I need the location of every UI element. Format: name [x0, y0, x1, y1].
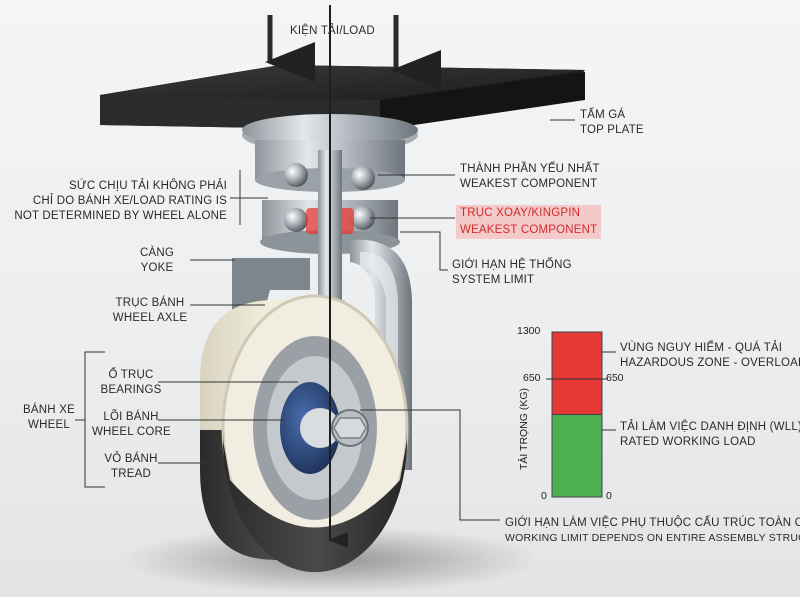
- hazard-zone-bar: [551, 331, 603, 415]
- rating-note-line2: CHỈ DO BÁNH XE/LOAD RATING IS: [32, 195, 227, 207]
- top-plate: [100, 65, 585, 130]
- top-plate-label-en: TOP PLATE: [580, 124, 644, 136]
- wheel-label-en: WHEEL: [28, 419, 70, 431]
- gauge-tick-mid-right: 650: [606, 372, 624, 384]
- tread-label-en: TREAD: [111, 468, 151, 480]
- load-label: KIỆN TẢI/LOAD: [290, 25, 375, 37]
- system-limit-label-en: SYSTEM LIMIT: [452, 274, 535, 286]
- tread-label-vi: VỎ BÁNH: [104, 453, 158, 465]
- bearings-label-vi: Ổ TRỤC: [108, 369, 154, 381]
- rating-note-line1: SỨC CHỊU TẢI KHÔNG PHẢI: [69, 180, 227, 192]
- core-label-en: WHEEL CORE: [92, 426, 171, 438]
- yoke-label-en: YOKE: [140, 262, 174, 274]
- yoke-label-vi: CÀNG: [139, 247, 175, 259]
- gauge-axis-label: TẢI TRỌNG (KG): [518, 387, 530, 470]
- axle-label-vi: TRỤC BÁNH: [115, 297, 185, 309]
- kingpin-label: TRỤC XOAY/KINGPIN WEAKEST COMPONENT: [456, 205, 602, 239]
- working-limit-label-en: WORKING LIMIT DEPENDS ON ENTIRE ASSEMBLY…: [505, 532, 800, 544]
- rated-zone-bar: [551, 414, 603, 498]
- gauge-tick-mid: 650: [523, 372, 541, 384]
- working-limit-label-vi: GIỚI HẠN LÀM VIỆC PHỤ THUỘC CẤU TRÚC TOÀ…: [505, 517, 800, 529]
- kingpin-label-en: WEAKEST COMPONENT: [456, 222, 602, 239]
- wheel: [200, 294, 409, 572]
- system-limit-label-vi: GIỚI HẠN HỆ THỐNG: [452, 259, 572, 271]
- gauge-tick-max: 1300: [517, 325, 541, 337]
- rating-note-line3: NOT DETERMINED BY WHEEL ALONE: [14, 210, 227, 222]
- core-label-vi: LÕI BÁNH: [103, 411, 159, 423]
- wheel-label-vi: BÁNH XE: [23, 404, 75, 416]
- hazard-label-vi: VÙNG NGUY HIỂM - QUÁ TẢI: [620, 342, 783, 354]
- top-plate-label-vi: TẤM GÁ: [580, 109, 626, 121]
- bearings-label-en: BEARINGS: [100, 384, 162, 396]
- weakest-label-en: WEAKEST COMPONENT: [460, 178, 598, 190]
- load-gauge: [546, 331, 616, 498]
- rated-label-vi: TẢI LÀM VIỆC DANH ĐỊNH (WLL): [620, 421, 800, 433]
- hazard-label-en: HAZARDOUS ZONE - OVERLOAD: [620, 357, 800, 369]
- gauge-tick-zero-right: 0: [606, 490, 612, 502]
- weakest-label-vi: THÀNH PHẦN YẾU NHẤT: [460, 163, 600, 175]
- axle-label-en: WHEEL AXLE: [112, 312, 188, 324]
- bearing-balls: [284, 163, 375, 232]
- leader-lines: [75, 119, 575, 521]
- gauge-tick-zero: 0: [541, 490, 547, 502]
- kingpin-label-vi: TRỤC XOAY/KINGPIN: [456, 205, 602, 222]
- rated-label-en: RATED WORKING LOAD: [620, 436, 756, 448]
